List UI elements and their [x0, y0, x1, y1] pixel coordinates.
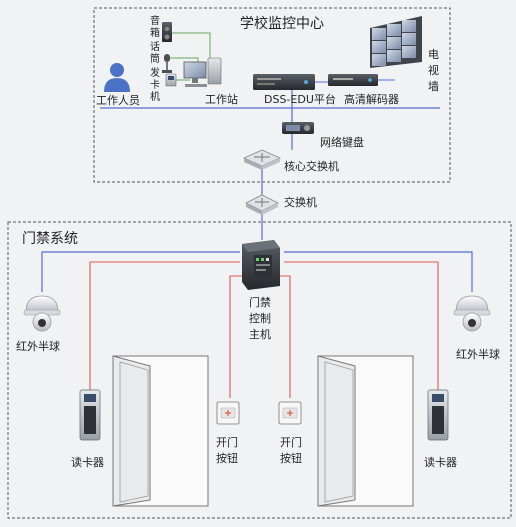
svg-text:开门: 开门: [280, 435, 302, 449]
svg-text:筒: 筒: [150, 52, 160, 65]
svg-text:机: 机: [150, 90, 160, 103]
decoder-icon: [328, 74, 378, 86]
staff-label: 工作人员: [96, 94, 140, 107]
workstation-icon: [183, 57, 222, 87]
decoder-label: 高清解码器: [344, 92, 399, 106]
svg-text:话: 话: [150, 41, 160, 53]
video-wall-screen: [372, 28, 386, 40]
video-wall-label: 电 视 墙: [428, 48, 439, 93]
video-wall-icon: [370, 16, 422, 68]
camera-left-label: 红外半球: [16, 339, 60, 353]
core-switch-label: 核心交换机: [284, 159, 339, 173]
camera-right-line: [284, 251, 473, 292]
keyboard-label: 网络键盘: [320, 135, 364, 149]
speaker-wire: [170, 32, 211, 60]
ir-dome-camera-left-icon: [23, 295, 61, 332]
monitoring-center-box: [93, 7, 451, 183]
svg-text:主机: 主机: [249, 327, 271, 341]
exit-button-right-icon: [278, 401, 302, 425]
card-issuer-label: 发 卡 机: [150, 66, 160, 103]
button-left-line: [229, 275, 246, 398]
svg-text:视: 视: [428, 63, 439, 77]
exit-button-right-label: 开门 按钮: [280, 435, 302, 465]
svg-text:卡: 卡: [150, 78, 160, 91]
reader-right-label: 读卡器: [424, 455, 457, 469]
svg-text:按钮: 按钮: [216, 451, 238, 465]
staff-icon: [104, 63, 130, 92]
svg-text:音: 音: [150, 14, 160, 27]
monitoring-center-title: 学校监控中心: [240, 15, 324, 32]
door-right-icon: [317, 355, 414, 507]
video-wall-screen: [387, 50, 401, 62]
video-wall-screen: [372, 41, 386, 53]
svg-text:箱: 箱: [150, 26, 160, 39]
platform-label: DSS-EDU平台: [264, 92, 336, 106]
reader-left-label: 读卡器: [71, 455, 104, 469]
microphone-icon: [162, 54, 172, 73]
platform-server-icon: [253, 74, 315, 90]
access-control-title: 门禁系统: [22, 231, 78, 247]
exit-button-left-label: 开门 按钮: [216, 435, 238, 465]
card-issuer-icon: [165, 73, 177, 87]
svg-text:开门: 开门: [216, 435, 238, 449]
card-reader-right-icon: [427, 389, 449, 441]
access-control-box: [7, 221, 512, 519]
card-reader-left-icon: [79, 389, 101, 441]
exit-button-left-icon: [216, 401, 240, 425]
video-wall-screen: [402, 33, 416, 45]
reader-right-line: [284, 261, 439, 392]
access-controller-label: 门禁 控制 主机: [249, 295, 271, 341]
core-switch-icon: [243, 149, 281, 170]
video-wall-screen: [402, 20, 416, 32]
access-switch-icon: [245, 194, 279, 215]
reader-left-line: [89, 261, 240, 392]
video-wall-screen: [387, 24, 401, 36]
svg-text:电: 电: [428, 48, 439, 61]
svg-text:发: 发: [150, 66, 160, 79]
button-right-line: [278, 275, 291, 398]
workstation-label: 工作站: [205, 92, 238, 106]
svg-text:控制: 控制: [249, 311, 271, 325]
access-controller-icon: [242, 240, 280, 290]
speaker-label: 音 箱: [150, 14, 160, 39]
network-keyboard-icon: [282, 122, 314, 134]
svg-text:按钮: 按钮: [280, 451, 302, 465]
switch-label: 交换机: [284, 195, 317, 209]
camera-right-label: 红外半球: [456, 347, 500, 361]
svg-text:门禁: 门禁: [249, 295, 271, 309]
mic-label: 话 筒: [150, 41, 160, 65]
video-wall-screen: [402, 46, 416, 58]
door-left-icon: [112, 355, 209, 507]
video-wall-screen: [372, 54, 386, 66]
camera-left-line: [41, 251, 240, 292]
ir-dome-camera-right-icon: [453, 295, 491, 332]
video-wall-screen: [387, 37, 401, 49]
svg-text:墙: 墙: [428, 79, 439, 93]
